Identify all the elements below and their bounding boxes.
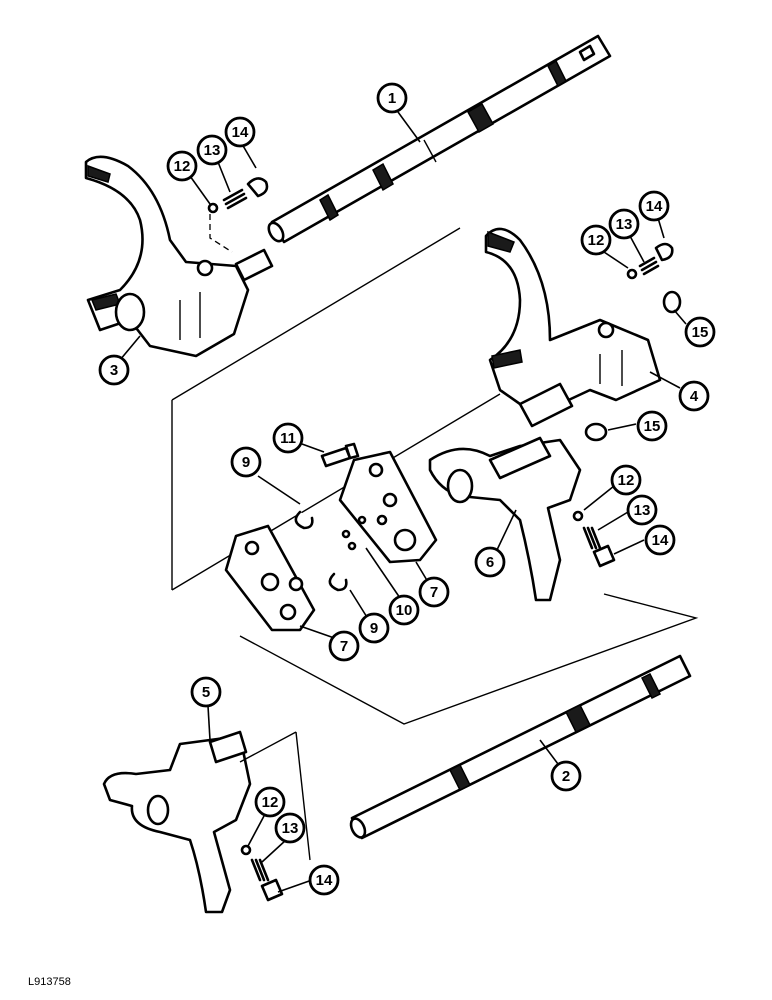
callout-9-lower: 9 bbox=[358, 612, 390, 644]
svg-text:14: 14 bbox=[232, 124, 249, 141]
bolt-11 bbox=[320, 442, 360, 468]
callout-12-bottom: 12 bbox=[254, 786, 286, 818]
callout-12-mid: 12 bbox=[610, 464, 642, 496]
interlock-plate-upper bbox=[338, 450, 438, 564]
svg-text:7: 7 bbox=[430, 584, 438, 601]
callout-7-right: 7 bbox=[418, 576, 450, 608]
leader-lines bbox=[119, 111, 687, 893]
svg-text:9: 9 bbox=[242, 454, 250, 471]
shift-fork-6 bbox=[428, 422, 608, 602]
group-outline bbox=[171, 227, 501, 591]
svg-text:12: 12 bbox=[262, 794, 279, 811]
svg-text:3: 3 bbox=[110, 362, 118, 379]
snap-rings-9 bbox=[294, 510, 348, 592]
svg-text:1: 1 bbox=[388, 90, 396, 107]
figure-code: L913758 bbox=[28, 976, 71, 988]
shift-fork-4 bbox=[484, 227, 662, 428]
callout-15-lower: 15 bbox=[636, 410, 668, 442]
svg-text:11: 11 bbox=[280, 430, 296, 447]
callout-14-mid: 14 bbox=[644, 524, 676, 556]
svg-text:14: 14 bbox=[316, 872, 333, 889]
svg-text:13: 13 bbox=[204, 142, 221, 159]
callout-10: 10 bbox=[388, 594, 420, 626]
callout-14-bottom: 14 bbox=[308, 864, 340, 896]
shift-rail-1 bbox=[267, 34, 612, 244]
interlock-pins-10 bbox=[341, 515, 367, 551]
callout-13-top-left: 13 bbox=[196, 134, 228, 166]
callout-4: 4 bbox=[678, 380, 710, 412]
svg-text:15: 15 bbox=[692, 324, 709, 341]
callout-13-top-right: 13 bbox=[608, 208, 640, 240]
callout-12-top-left: 12 bbox=[166, 150, 198, 182]
svg-text:14: 14 bbox=[646, 198, 663, 215]
interlock-plate-lower bbox=[224, 524, 316, 632]
detent-set-mid-right bbox=[572, 510, 616, 568]
svg-text:7: 7 bbox=[340, 638, 348, 655]
svg-text:12: 12 bbox=[618, 472, 635, 489]
callout-15-upper: 15 bbox=[684, 316, 716, 348]
callout-13-bottom: 13 bbox=[274, 812, 306, 844]
svg-text:13: 13 bbox=[616, 216, 633, 233]
callout-5: 5 bbox=[190, 676, 222, 708]
callout-9-upper: 9 bbox=[230, 446, 262, 478]
svg-text:14: 14 bbox=[652, 532, 669, 549]
svg-text:6: 6 bbox=[486, 554, 494, 571]
detent-set-upper-left bbox=[207, 177, 269, 253]
svg-text:13: 13 bbox=[282, 820, 299, 837]
callout-14-top-left: 14 bbox=[224, 116, 256, 148]
callout-3: 3 bbox=[98, 354, 130, 386]
shift-rail-2 bbox=[349, 654, 692, 840]
plate-group-outline bbox=[239, 593, 699, 725]
callout-12-top-right: 12 bbox=[580, 224, 612, 256]
callout-7-left: 7 bbox=[328, 630, 360, 662]
svg-text:12: 12 bbox=[588, 232, 605, 249]
svg-text:2: 2 bbox=[562, 768, 570, 785]
detent-set-lower bbox=[240, 844, 284, 902]
callout-2: 2 bbox=[550, 760, 582, 792]
callout-14-top-right: 14 bbox=[638, 190, 670, 222]
svg-text:4: 4 bbox=[690, 388, 699, 405]
callout-1: 1 bbox=[376, 82, 408, 114]
svg-text:5: 5 bbox=[202, 684, 210, 701]
svg-text:15: 15 bbox=[644, 418, 661, 435]
callout-6: 6 bbox=[474, 546, 506, 578]
svg-text:13: 13 bbox=[634, 502, 651, 519]
shift-fork-3 bbox=[84, 155, 274, 358]
svg-text:9: 9 bbox=[370, 620, 378, 637]
svg-text:10: 10 bbox=[396, 602, 413, 619]
detent-set-upper-right bbox=[626, 242, 682, 314]
shift-fork-5 bbox=[102, 730, 311, 914]
callout-11: 11 bbox=[272, 422, 304, 454]
callout-13-mid: 13 bbox=[626, 494, 658, 526]
svg-text:12: 12 bbox=[174, 158, 191, 175]
